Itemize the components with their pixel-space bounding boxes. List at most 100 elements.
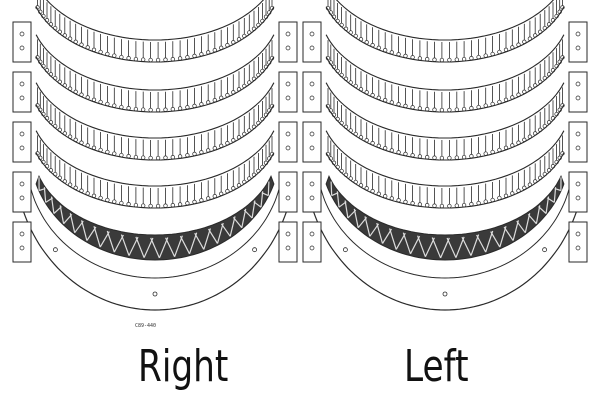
left-concave-body [303,0,587,310]
grate-row [326,0,564,62]
wire-hole [484,54,488,58]
wire-hole [390,51,394,55]
wire-hole [243,180,247,184]
bolt-hole [253,248,257,252]
wire-hole [86,96,90,100]
wire-hole [425,107,429,111]
wire-hole [517,43,521,47]
grate-row [36,83,274,160]
wire-hole [383,98,387,102]
wire-hole [68,37,72,41]
wire-hole [523,40,527,44]
wire-hole [127,154,131,158]
wire-hole [226,189,230,193]
wire-hole [498,196,502,200]
wire-hole [425,203,429,207]
wire-hole [365,187,369,191]
wire-hole [63,34,67,38]
grate-arc [326,105,564,160]
wire-hole [491,198,495,202]
wire-hole [511,96,515,100]
mount-band-inner [31,189,279,279]
wire-hole [164,108,168,112]
wire-hole [63,84,67,88]
wire-hole [213,146,217,150]
wire-hole [74,40,78,44]
side-bracket [303,222,321,262]
wire-hole [425,57,429,61]
wire-hole [504,48,508,52]
wire-hole [359,38,363,42]
wire-hole [411,202,415,206]
side-bracket [569,22,587,62]
wire-hole [448,204,452,208]
wire-hole [164,58,168,62]
side-bracket [279,172,297,212]
wire-hole [232,139,236,143]
wire-hole [359,88,363,92]
wire-hole [127,202,131,206]
wire-hole [404,104,408,108]
wire-hole [425,155,429,159]
wire-hole [448,58,452,62]
wire-hole [433,204,437,208]
wire-hole [371,93,375,97]
wire-hole [371,43,375,47]
wire-hole [359,184,363,188]
side-bracket [303,122,321,162]
wire-hole [365,91,369,95]
wire-hole [511,144,515,148]
wire-hole [418,155,422,159]
right-caption: Right [138,345,228,389]
wire-hole [411,154,415,158]
side-bracket [569,222,587,262]
wire-hole [213,48,217,52]
wire-hole [186,202,190,206]
wire-hole [171,203,175,207]
wire-hole [462,57,466,61]
grate-arc [36,105,274,160]
wire-hole [397,103,401,107]
grate-arc [36,57,274,112]
bolt-hole [53,248,57,252]
wire-hole [141,108,145,112]
wire-hole [86,46,90,50]
grate-row [326,35,564,112]
wire-hole [371,141,375,145]
wire-hole [383,146,387,150]
wire-hole [113,200,117,204]
wire-hole [171,155,175,159]
wire-hole [164,204,168,208]
grate-row [326,131,564,208]
wire-hole [533,84,537,88]
wire-hole [193,104,197,108]
wire-hole [171,107,175,111]
wire-hole [200,151,204,155]
wire-hole [92,98,96,102]
wire-hole [404,54,408,58]
wire-hole [383,48,387,52]
wire-hole [68,87,72,91]
wire-hole [397,199,401,203]
wire-hole [178,155,182,159]
wire-hole [232,41,236,45]
wire-hole [68,183,72,187]
wire-hole [498,148,502,152]
wire-hole [80,141,84,145]
wire-hole [462,203,466,207]
wire-hole [383,194,387,198]
wire-hole [206,149,210,153]
grate-arc [326,0,564,40]
wire-hole [149,108,153,112]
wire-hole [377,144,381,148]
wire-hole [149,204,153,208]
wire-hole [149,58,153,62]
side-bracket [303,22,321,62]
wire-hole [106,150,110,154]
grate-row [36,0,274,62]
wire-hole [237,88,241,92]
wire-hole [63,132,67,136]
wire-hole [243,84,247,88]
wire-hole [99,148,103,152]
wire-hole [455,156,459,160]
